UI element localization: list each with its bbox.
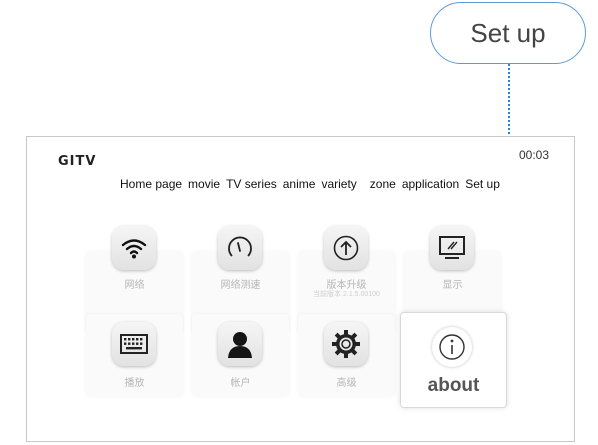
nav-item-setup[interactable]: Set up: [465, 177, 500, 191]
tile-label: 高级: [336, 378, 357, 389]
setup-callout: Set up: [430, 2, 586, 64]
tile-label: 网络测速: [220, 280, 261, 291]
tile-label: 播放: [124, 378, 145, 389]
display-icon: [430, 226, 474, 270]
callout-label: Set up: [470, 17, 546, 48]
callout-pointer-line: [508, 64, 510, 150]
tile-playback[interactable]: 播放: [86, 314, 183, 396]
tile-advanced[interactable]: 高级: [298, 314, 395, 396]
tile-label: about: [427, 375, 480, 396]
info-icon: [432, 327, 472, 367]
upgrade-arrow-icon: [324, 226, 368, 270]
tile-label: 显示: [442, 280, 463, 291]
nav-item-variety[interactable]: variety: [321, 177, 357, 191]
nav-item-anime[interactable]: anime: [282, 177, 316, 191]
nav-item-movie[interactable]: movie: [188, 177, 221, 191]
tile-about[interactable]: about: [400, 312, 507, 408]
speedometer-icon: [218, 226, 262, 270]
keyboard-icon: [112, 322, 156, 366]
tile-label: 帐户: [230, 378, 251, 389]
gitv-logo: GITV: [58, 154, 97, 169]
user-icon: [218, 322, 262, 366]
nav-item-zone[interactable]: zone: [369, 177, 396, 191]
gear-icon: [324, 322, 368, 366]
tile-sublabel: 当前版本 2.1.5.00100: [313, 291, 380, 298]
clock: 00:03: [519, 148, 550, 162]
tile-label: 版本升级: [326, 280, 367, 291]
nav-item-home[interactable]: Home page: [120, 177, 183, 191]
tile-label: 网络: [124, 280, 145, 291]
nav-item-application[interactable]: application: [401, 177, 460, 191]
wifi-icon: [112, 226, 156, 270]
nav-item-tv-series[interactable]: TV series: [226, 177, 277, 191]
tile-account[interactable]: 帐户: [192, 314, 289, 396]
